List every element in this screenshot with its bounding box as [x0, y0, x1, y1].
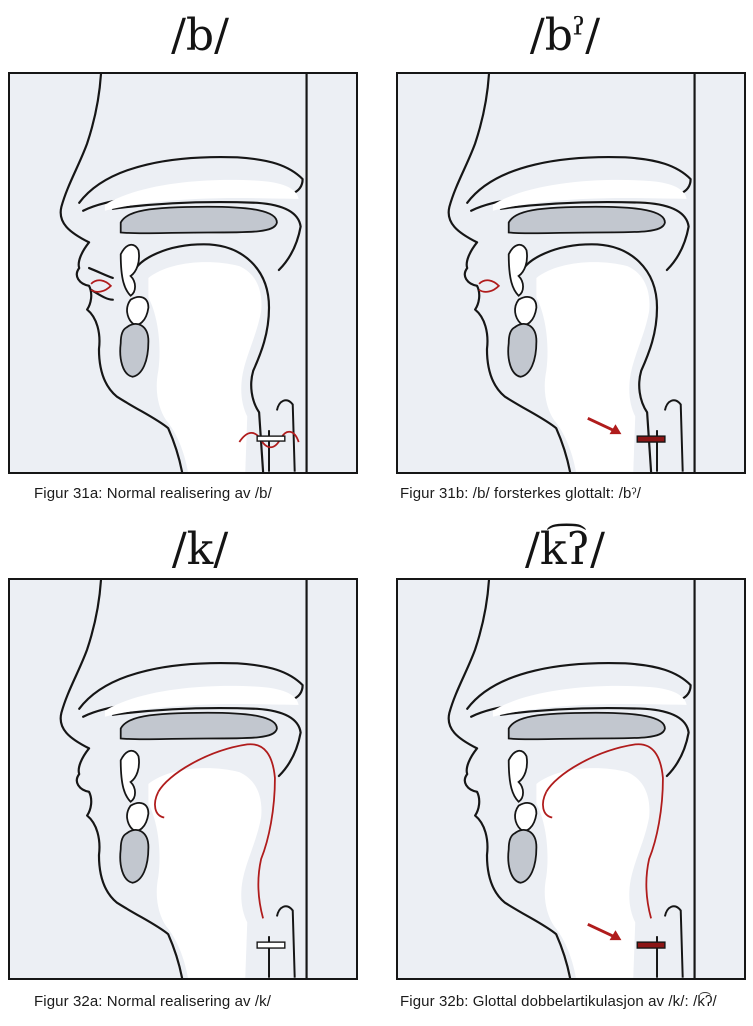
lower-teeth — [127, 297, 148, 325]
glottis-open — [257, 942, 285, 948]
figure-32b-panel — [396, 578, 746, 980]
figure-32b-symbol: /k͡ʔ/ — [485, 528, 645, 572]
figure-32b-vocal-tract — [398, 580, 744, 978]
figure-31a-caption: Figur 31a: Normal realisering av /b/ — [34, 485, 272, 502]
upper-lip-outline — [89, 268, 113, 278]
figure-31a-vocal-tract — [10, 74, 356, 472]
figure-32a-caption: Figur 32a: Normal realisering av /k/ — [34, 993, 271, 1010]
figure-31b-caption: Figur 31b: /b/ forsterkes glottalt: /bˀ/ — [400, 485, 641, 502]
hard-palate-bone — [121, 207, 277, 234]
oral-cavity-fill — [148, 262, 261, 472]
figure-31b-vocal-tract — [398, 74, 744, 472]
bilabial-closure — [91, 280, 111, 292]
figure-31b-symbol: /bˀ/ — [485, 14, 645, 58]
figure-32a-panel — [8, 578, 358, 980]
figure-31a-symbol: /b/ — [120, 14, 280, 58]
figure-32a-vocal-tract — [10, 580, 356, 978]
figure-31b-panel — [396, 72, 746, 474]
figure-32a-symbol: /k/ — [120, 528, 280, 572]
upper-teeth — [121, 245, 139, 296]
bilabial-closure — [479, 280, 499, 292]
jaw-bone — [120, 324, 148, 377]
figure-31a-panel — [8, 72, 358, 474]
figure-32b-caption: Figur 32b: Glottal dobbelartikulasjon av… — [400, 993, 717, 1010]
